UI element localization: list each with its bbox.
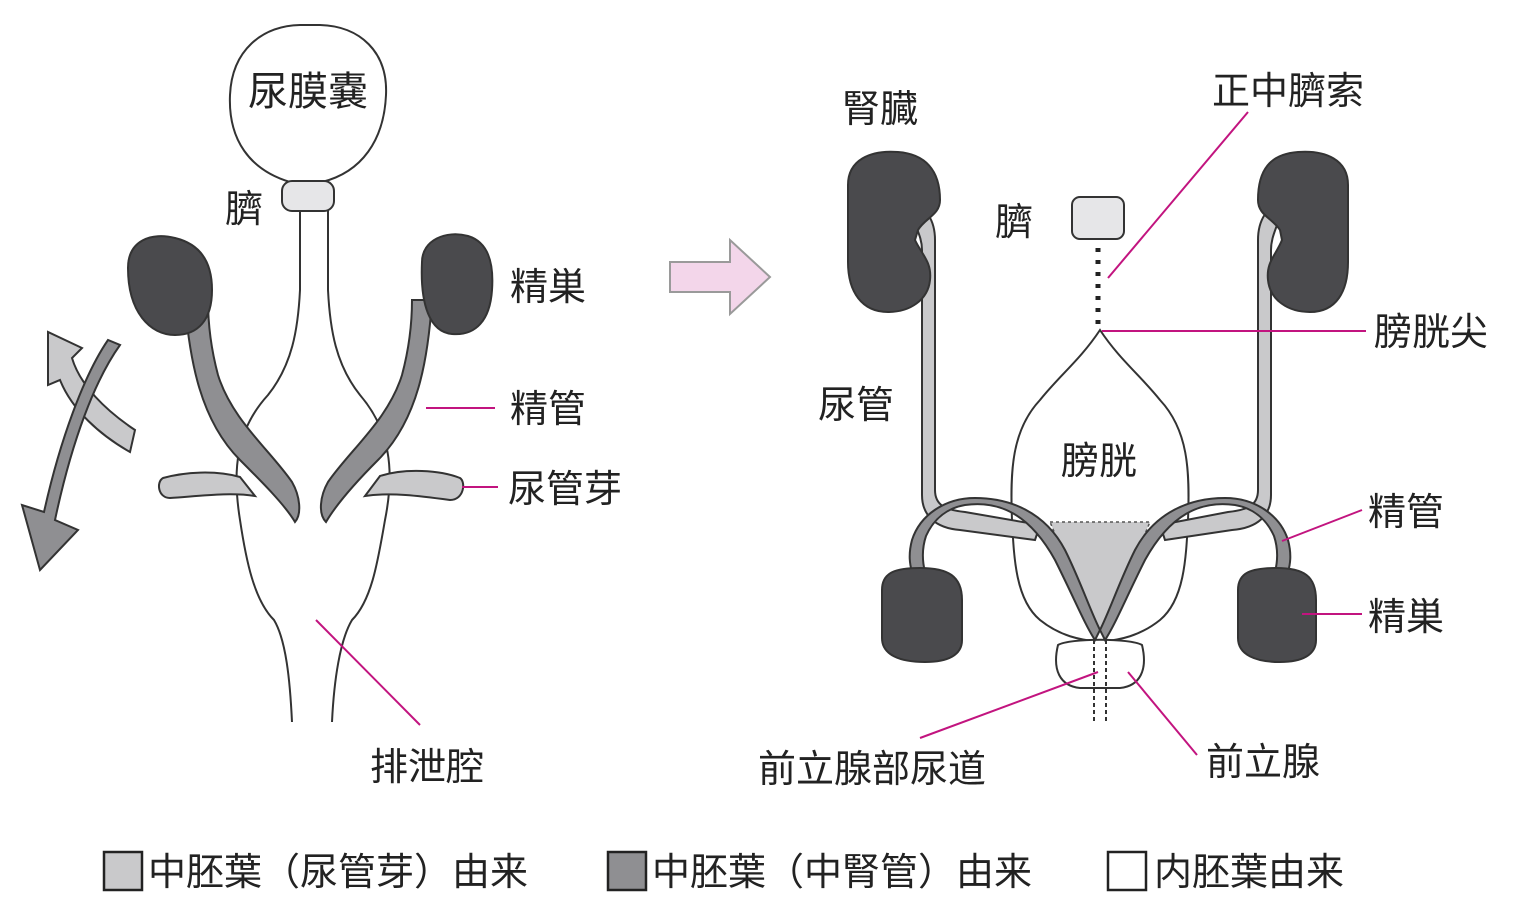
leader-prostatic-urethra: [919, 671, 1099, 739]
kidney-left: [847, 150, 942, 314]
vas-deferens-right: [320, 299, 434, 524]
label-ureter: 尿管: [818, 383, 894, 427]
ureter-right: [1158, 203, 1282, 542]
label-umbilicus-right: 臍: [995, 200, 1033, 244]
label-median-umbilical-ligament: 正中臍索: [1212, 69, 1364, 113]
kidney-right: [1256, 150, 1349, 314]
label-bladder-apex: 膀胱尖: [1374, 310, 1488, 354]
label-prostate: 前立腺: [1206, 740, 1320, 784]
legend: 中胚葉（尿管芽）由来 中胚葉（中腎管）由来 内胚葉由来: [102, 850, 1344, 894]
legend-swatch-mid: [606, 850, 648, 892]
leader-cloaca: [315, 619, 421, 726]
umbilical-ring-left: [281, 180, 335, 212]
legend-swatch-white: [1106, 850, 1148, 892]
legend-swatch-light: [102, 850, 144, 892]
leader-prostate: [1127, 671, 1198, 756]
curved-arrow-dark: [20, 338, 122, 572]
trigone: [1048, 521, 1152, 629]
label-testis-right: 精巣: [1368, 595, 1444, 639]
curved-arrow-light: [47, 330, 137, 454]
right-diagram: 腎臓 正中臍索 臍 膀胱尖 尿管 膀胱 精管 精巣 前立腺部尿道 前立腺: [758, 69, 1488, 791]
label-ureteric-bud: 尿管芽: [508, 467, 622, 511]
vas-deferens-right-side-left: [908, 496, 1102, 642]
legend-label-mid: 中胚葉（中腎管）由来: [652, 850, 1032, 894]
vas-deferens-right-side-right: [1098, 496, 1292, 642]
testis-right-diagram-right: [1237, 566, 1317, 664]
label-vas-deferens-right: 精管: [1368, 490, 1444, 534]
leader-median-umbilical-ligament: [1107, 111, 1249, 279]
testis-right-diagram-left: [881, 566, 963, 664]
label-umbilicus-left: 臍: [225, 187, 263, 231]
transition-arrow: [669, 237, 772, 317]
ureteric-bud-right: [362, 469, 465, 502]
label-bladder: 膀胱: [1061, 439, 1137, 483]
leader-vas-deferens-right: [1281, 509, 1363, 542]
label-testis-left: 精巣: [510, 265, 586, 309]
ureteric-bud-left: [157, 471, 258, 500]
legend-label-light: 中胚葉（尿管芽）由来: [148, 850, 528, 894]
testis-right: [420, 233, 494, 336]
left-diagram: 尿膜嚢 臍 精巣 精管 尿管芽 排泄腔: [20, 24, 622, 789]
label-cloaca: 排泄腔: [370, 745, 484, 789]
vas-deferens-left: [183, 298, 301, 524]
prostate: [1055, 638, 1145, 689]
testis-left: [126, 235, 214, 337]
label-vas-deferens-left: 精管: [510, 387, 586, 431]
label-prostatic-urethra: 前立腺部尿道: [758, 747, 986, 791]
label-allantois: 尿膜嚢: [248, 69, 368, 115]
legend-label-white: 内胚葉由来: [1154, 850, 1344, 894]
allantois-cloaca-outline: [228, 24, 391, 723]
umbilical-ring-right: [1071, 196, 1125, 240]
label-kidney: 腎臓: [842, 87, 918, 131]
